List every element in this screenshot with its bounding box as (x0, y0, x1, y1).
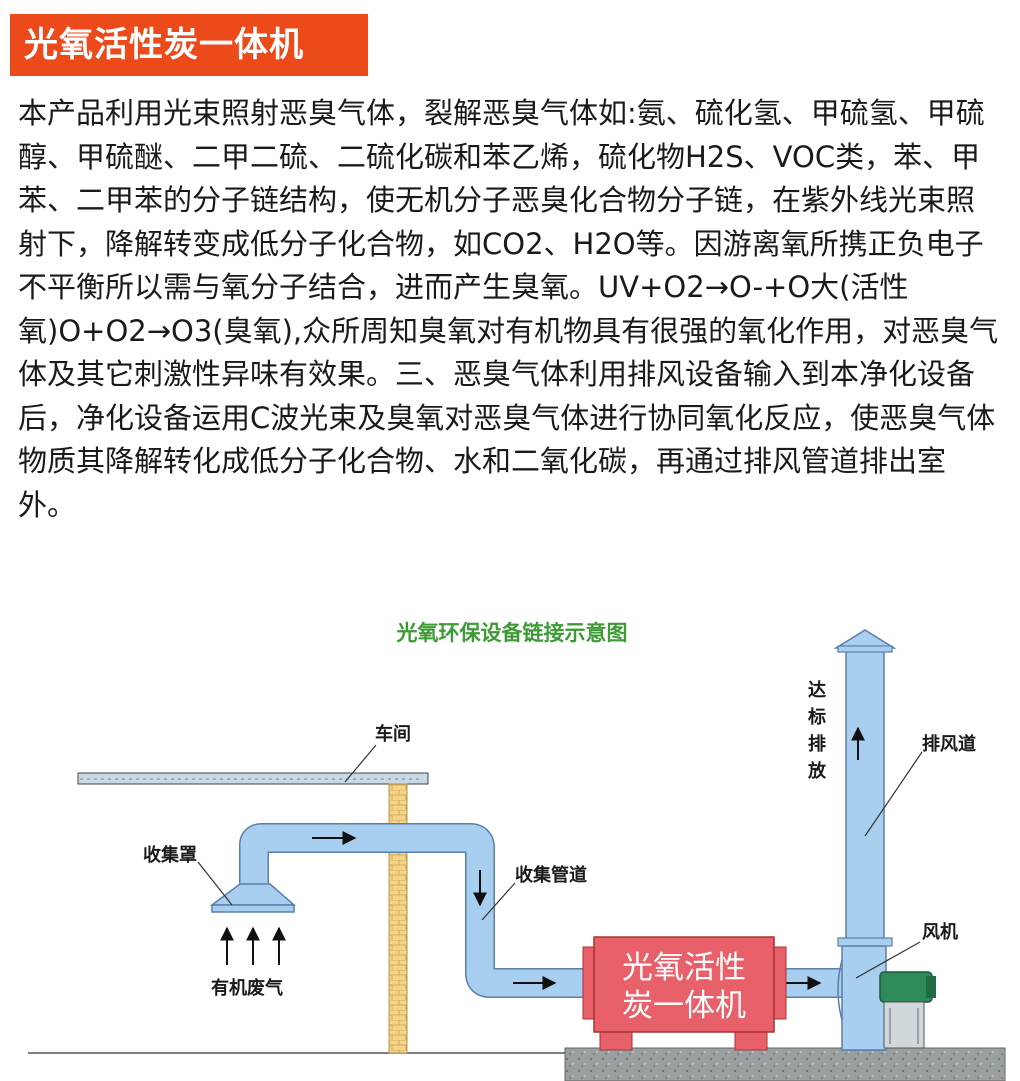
product-description: 本产品利用光束照射恶臭气体，裂解恶臭气体如:氨、硫化氢、甲硫氢、甲硫醇、甲硫醚、… (18, 96, 999, 522)
workshop-beam (77, 772, 429, 785)
label-duct: 收集管道 (515, 864, 587, 886)
fan-unit (837, 945, 936, 1051)
label-emission-char: 放 (807, 760, 827, 782)
duct-leader (481, 882, 516, 921)
label-fan: 风机 (922, 922, 958, 943)
exhaust-leader (864, 751, 923, 837)
photo-oxygen-machine: 光氧活性 炭一体机 (582, 936, 787, 1051)
hood-leader (197, 861, 233, 906)
label-waste-gas: 有机废气 (211, 977, 283, 999)
workshop-leader (344, 744, 377, 783)
equipment-diagram: 光氧环保设备链接示意图 光氧活性 炭一体机 (28, 621, 1006, 1081)
collection-duct (239, 823, 865, 998)
label-workshop: 车间 (375, 723, 411, 745)
concrete-base (564, 1047, 1006, 1081)
page-title: 光氧活性炭一体机 (10, 14, 368, 76)
label-exhaust: 排风道 (922, 733, 976, 755)
fan-leader (855, 941, 921, 979)
label-hood: 收集罩 (143, 844, 197, 866)
machine-label-line2: 炭一体机 (622, 988, 746, 1024)
diagram-title: 光氧环保设备链接示意图 (396, 621, 628, 645)
label-emission-char: 排 (808, 733, 826, 755)
label-emission-char: 标 (807, 706, 826, 728)
label-emission-char: 达 (808, 679, 826, 701)
machine-label-line1: 光氧活性 (622, 950, 746, 986)
